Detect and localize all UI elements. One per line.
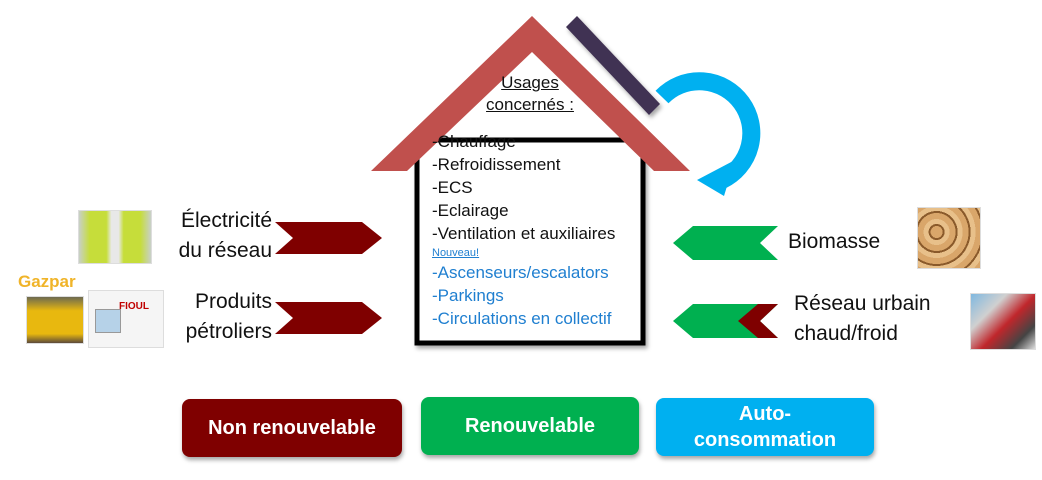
arrow-heat-network-nonrenewable-part bbox=[738, 304, 778, 338]
usages-title-line1: Usages bbox=[501, 73, 559, 92]
usage-item: -Refroidissement bbox=[432, 155, 561, 174]
source-electricity-line1: Électricité bbox=[180, 209, 272, 232]
usage-item: -ECS bbox=[432, 178, 473, 197]
gazpar-logo: Gazpar bbox=[18, 272, 76, 291]
electricity-meter-photo bbox=[78, 210, 152, 264]
legend-self-consumption-line1: Auto- bbox=[738, 403, 792, 425]
arrow-biomass bbox=[673, 226, 778, 260]
usage-list: -Chauffage -Refroidissement -ECS -Eclair… bbox=[416, 130, 644, 330]
source-petroleum-line2: pétroliers bbox=[185, 320, 272, 343]
solar-panel bbox=[566, 16, 660, 115]
source-petroleum-label: Produits pétroliers bbox=[150, 287, 272, 347]
new-usage-item: -Circulations en collectif bbox=[432, 309, 612, 328]
house-walls bbox=[414, 137, 646, 346]
legend-non-renewable: Non renouvelable bbox=[182, 399, 402, 457]
legend-renewable: Renouvelable bbox=[421, 397, 639, 455]
source-electricity-line2: du réseau bbox=[178, 239, 272, 262]
legend-self-consumption-line2: consommation bbox=[693, 429, 837, 451]
gas-meter-photo bbox=[26, 296, 84, 344]
house-content: Usages concernés : -Chauffage -Refroidis… bbox=[416, 72, 644, 330]
usage-item: -Chauffage bbox=[432, 132, 516, 151]
fuel-truck-text: FIOUL bbox=[119, 301, 149, 312]
usage-item: -Ventilation et auxiliaires bbox=[432, 224, 616, 243]
source-heat-network-line2: chaud/froid bbox=[794, 322, 898, 345]
usages-title-line2: concernés : bbox=[486, 95, 574, 114]
heat-network-photo bbox=[970, 293, 1036, 350]
source-petroleum-line1: Produits bbox=[194, 290, 272, 313]
fuel-truck-photo: FIOUL bbox=[88, 290, 164, 348]
source-biomass-label: Biomasse bbox=[788, 230, 881, 253]
usage-item: -Eclairage bbox=[432, 201, 509, 220]
new-usage-item: -Parkings bbox=[432, 286, 504, 305]
source-heat-network-label: Réseau urbain chaud/froid bbox=[794, 289, 931, 349]
source-electricity-label: Électricité du réseau bbox=[150, 206, 272, 266]
firewood-photo bbox=[917, 207, 981, 269]
truck-cab bbox=[95, 309, 121, 333]
legend-self-consumption: Auto- consommation bbox=[656, 398, 874, 456]
new-label: Nouveau! bbox=[432, 247, 480, 259]
new-usage-item: -Ascenseurs/escalators bbox=[432, 263, 609, 282]
self-consumption-arrow-icon bbox=[655, 72, 761, 196]
source-heat-network-line1: Réseau urbain bbox=[794, 292, 931, 315]
house-roof bbox=[371, 16, 690, 171]
arrow-electricity bbox=[275, 222, 382, 254]
arrow-petroleum bbox=[275, 302, 382, 334]
